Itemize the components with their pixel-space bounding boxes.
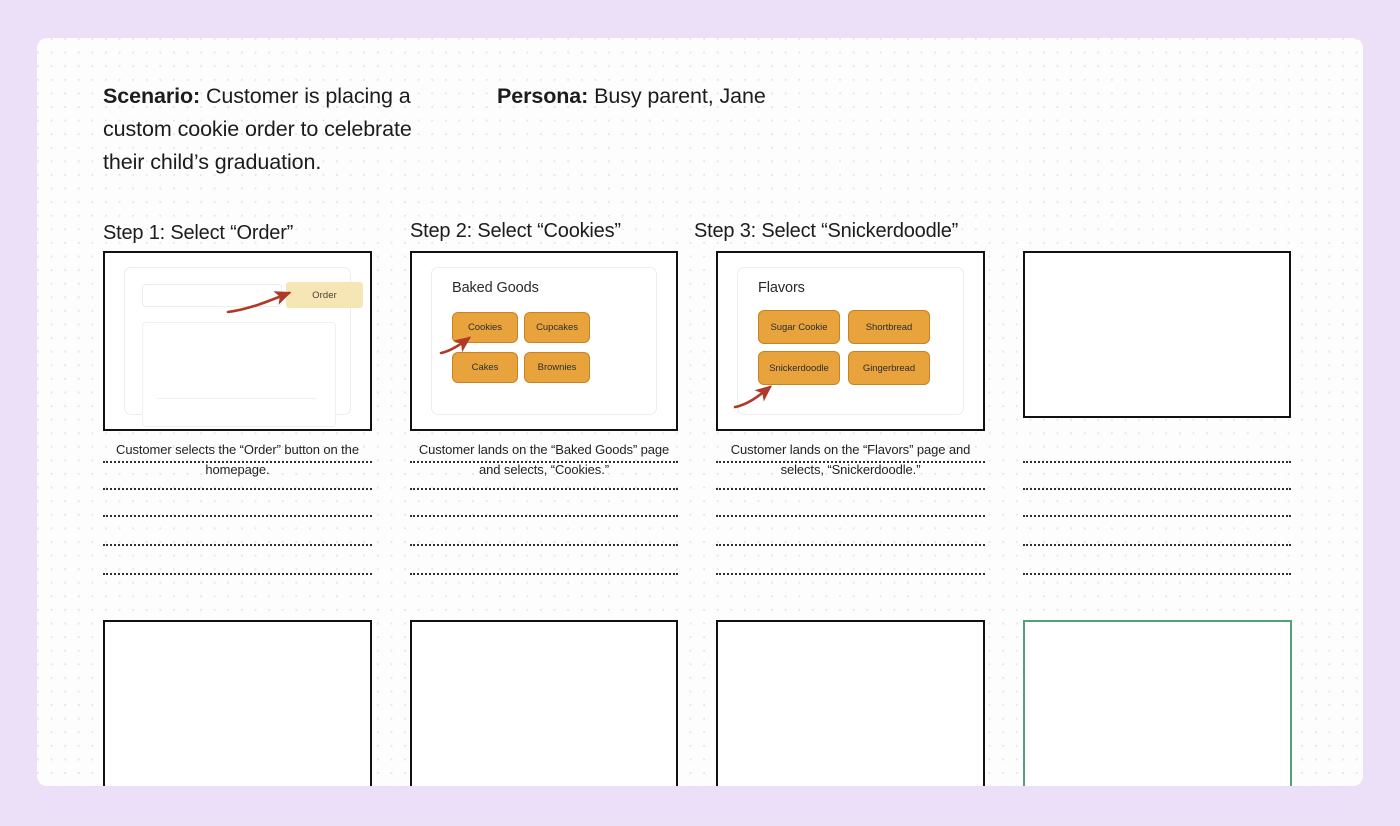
persona-label: Persona: xyxy=(497,84,589,108)
baked-goods-wireframe: Baked Goods Cookies Cupcakes Cakes Brown… xyxy=(431,267,657,415)
rule-line xyxy=(1023,488,1291,490)
wireframe-content-area xyxy=(142,322,336,427)
rule-line xyxy=(716,515,985,517)
wireframe-footer xyxy=(157,398,317,409)
step-title-2: Step 2: Select “Cookies” xyxy=(410,220,621,242)
rule-line xyxy=(1023,573,1291,575)
option-button-cakes[interactable]: Cakes xyxy=(452,352,518,383)
rule-line xyxy=(1023,515,1291,517)
rule-line xyxy=(1023,461,1291,463)
rule-line xyxy=(410,544,678,546)
rule-line xyxy=(716,461,985,463)
option-button-sugar-cookie[interactable]: Sugar Cookie xyxy=(758,310,840,344)
wireframe-search-bar xyxy=(142,284,282,307)
caption-text-2: Customer lands on the “Baked Goods” page… xyxy=(418,442,670,477)
caption-text-3: Customer lands on the “Flavors” page and… xyxy=(730,442,971,477)
option-button-snickerdoodle[interactable]: Snickerdoodle xyxy=(758,351,840,385)
option-button-gingerbread[interactable]: Gingerbread xyxy=(848,351,930,385)
persona-text: Busy parent, Jane xyxy=(588,84,766,108)
storyboard-frame-7[interactable] xyxy=(716,620,985,786)
rule-line xyxy=(103,488,372,490)
storyboard-frame-2[interactable]: Baked Goods Cookies Cupcakes Cakes Brown… xyxy=(410,251,678,431)
homepage-wireframe: Order xyxy=(124,267,363,427)
rule-line xyxy=(716,488,985,490)
caption-cell-4 xyxy=(1023,440,1291,580)
scenario-block: Scenario: Customer is placing a custom c… xyxy=(103,80,453,179)
storyboard-frame-8-selected[interactable] xyxy=(1023,620,1292,786)
rule-line xyxy=(716,544,985,546)
rule-line xyxy=(410,573,678,575)
caption-text-1: Customer selects the “Order” button on t… xyxy=(116,442,359,477)
storyboard-frame-5[interactable] xyxy=(103,620,372,786)
card-title-baked-goods: Baked Goods xyxy=(452,280,539,296)
storyboard-frame-1[interactable]: Order xyxy=(103,251,372,431)
rule-line xyxy=(103,461,372,463)
persona-block: Persona: Busy parent, Jane xyxy=(497,80,857,113)
rule-line xyxy=(103,544,372,546)
rule-line xyxy=(410,488,678,490)
step-title-1: Step 1: Select “Order” xyxy=(103,222,294,244)
rule-line xyxy=(410,515,678,517)
option-button-cupcakes[interactable]: Cupcakes xyxy=(524,312,590,343)
option-button-cookies[interactable]: Cookies xyxy=(452,312,518,343)
caption-cell-2: Customer lands on the “Baked Goods” page… xyxy=(410,440,678,580)
order-button[interactable]: Order xyxy=(286,282,363,308)
rule-line xyxy=(103,573,372,575)
option-button-shortbread[interactable]: Shortbread xyxy=(848,310,930,344)
scenario-text: Customer is placing a custom cookie orde… xyxy=(103,84,412,174)
step-title-3: Step 3: Select “Snickerdoodle” xyxy=(694,220,959,242)
caption-cell-1: Customer selects the “Order” button on t… xyxy=(103,440,372,580)
storyboard-frame-6[interactable] xyxy=(410,620,678,786)
rule-line xyxy=(103,515,372,517)
caption-cell-3: Customer lands on the “Flavors” page and… xyxy=(716,440,985,580)
scenario-label: Scenario: xyxy=(103,84,201,108)
card-title-flavors: Flavors xyxy=(758,280,805,296)
flavors-wireframe: Flavors Sugar Cookie Shortbread Snickerd… xyxy=(737,267,964,415)
option-button-brownies[interactable]: Brownies xyxy=(524,352,590,383)
storyboard-canvas: Scenario: Customer is placing a custom c… xyxy=(37,38,1363,786)
storyboard-frame-4[interactable] xyxy=(1023,251,1291,418)
rule-line xyxy=(1023,544,1291,546)
storyboard-frame-3[interactable]: Flavors Sugar Cookie Shortbread Snickerd… xyxy=(716,251,985,431)
rule-line xyxy=(716,573,985,575)
rule-line xyxy=(410,461,678,463)
